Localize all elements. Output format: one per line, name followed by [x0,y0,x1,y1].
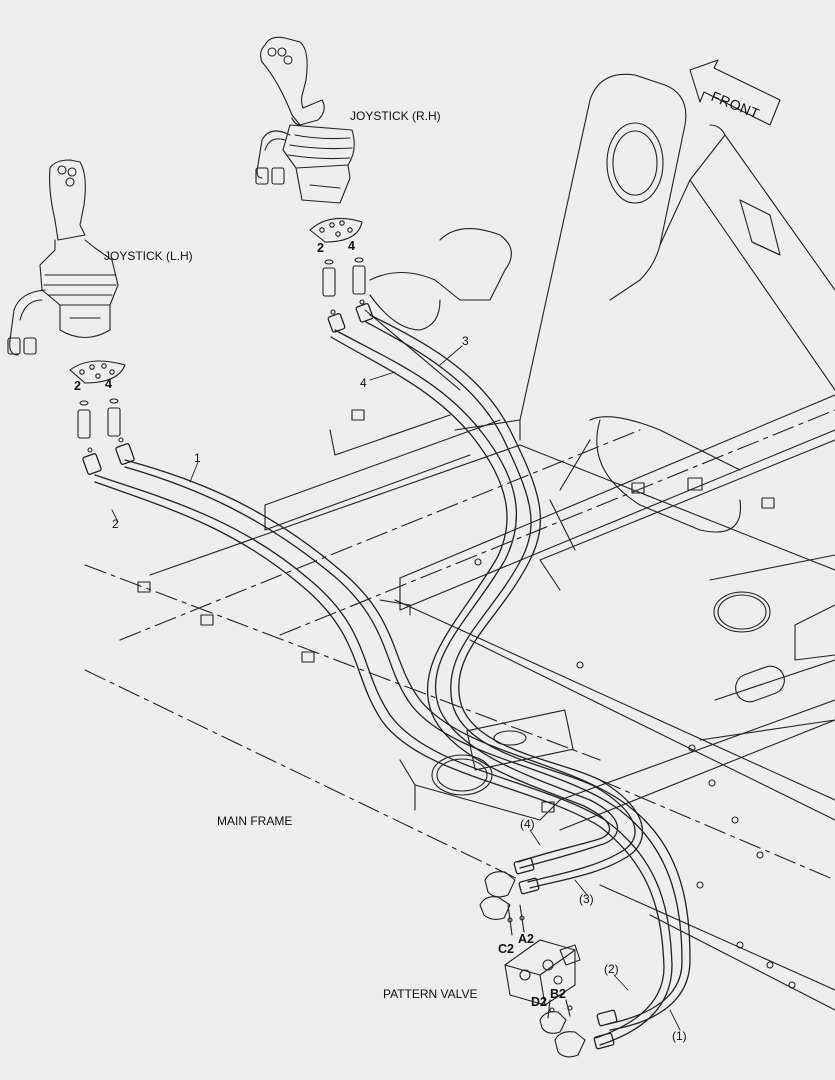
front-arrow [689,59,781,126]
hose-1-label: 1 [194,451,201,465]
joystick-rh-label: JOYSTICK (R.H) [350,109,441,123]
main-frame-label: MAIN FRAME [217,814,293,828]
hose-3-label: 3 [462,334,469,348]
port-c2-label: C2 [498,942,514,956]
hose-4-label: 4 [360,376,367,390]
joystick-rh [255,36,366,315]
lh-port-4-label: 4 [105,377,112,391]
hose-2-label: 2 [112,517,119,531]
pattern-valve [479,871,586,1058]
port-b2-label: B2 [550,987,566,1001]
hoses [82,303,691,1050]
leader-lines [111,345,681,1031]
port-a2-label: A2 [518,932,534,946]
hose-4-end-label: (4) [520,817,535,831]
lh-port-2-label: 2 [74,379,81,393]
pattern-valve-label: PATTERN VALVE [383,987,478,1001]
hose-2-end-label: (2) [604,962,619,976]
rh-port-2-label: 2 [317,241,324,255]
hose-1-end-label: (1) [672,1029,687,1043]
rh-port-4-label: 4 [348,239,355,253]
port-d2-label: D2 [531,995,547,1009]
boom-bracket [364,73,835,551]
hose-3-end-label: (3) [579,892,594,906]
joystick-lh-label: JOYSTICK (L.H) [104,249,193,263]
joystick-lh [7,159,126,453]
main-frame [84,394,835,1011]
